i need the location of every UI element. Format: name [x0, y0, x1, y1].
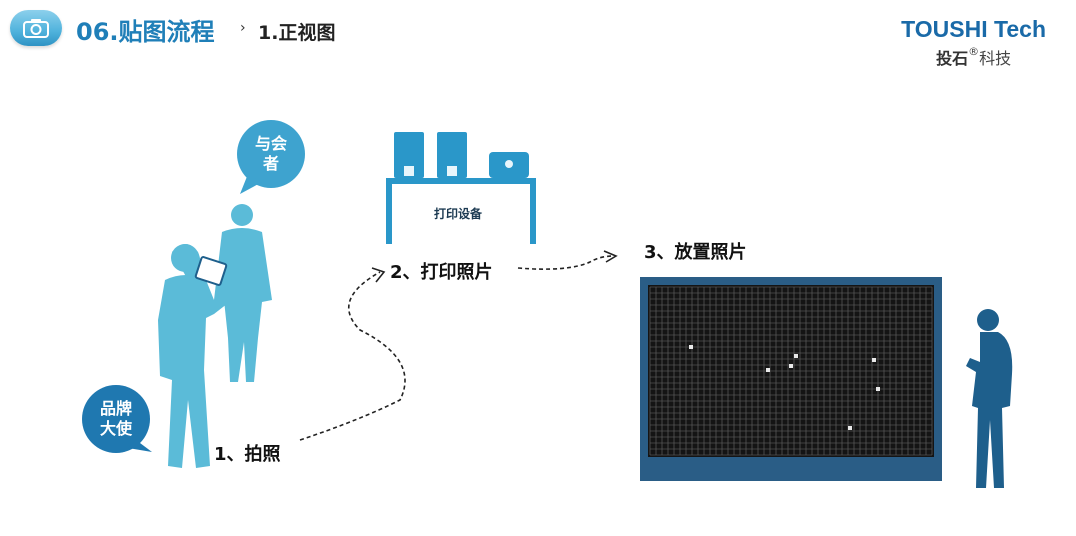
speech-bubble-guest — [237, 120, 305, 194]
guest-figure — [214, 204, 272, 382]
header-badge — [10, 10, 62, 46]
step-3-label: 3、放置照片 — [644, 242, 747, 263]
brand-logo: TOUSHI Tech 投石®科技 — [901, 16, 1046, 69]
printer-icon — [489, 152, 529, 178]
bubble-ambassador-label: 品牌大使 — [99, 399, 132, 438]
brand-reg: ® — [968, 45, 980, 58]
arrowhead — [371, 267, 386, 283]
brand-cn-rest: 科技 — [979, 49, 1012, 68]
step-2-label: 2、打印照片 — [390, 262, 493, 283]
breadcrumb-separator: › — [240, 20, 246, 36]
print-station — [386, 132, 536, 244]
placed-photo — [689, 345, 880, 430]
flow-arrow-2-3 — [517, 255, 615, 270]
tablet-icon — [194, 256, 228, 286]
page-subtitle: 1.正视图 — [258, 22, 336, 44]
viewer-figure — [966, 309, 1013, 488]
printer-icon — [394, 132, 424, 178]
bubble-guest-label: 与会者 — [254, 134, 287, 173]
printer-icon — [437, 132, 467, 178]
brand-name: TOUSHI Tech — [901, 16, 1046, 42]
step-1-label: 1、拍照 — [214, 444, 281, 465]
flow-arrow-1-2 — [299, 271, 406, 441]
ambassador-figure — [158, 244, 232, 468]
brand-cn: 投石®科技 — [901, 45, 1046, 69]
arrowhead — [603, 250, 618, 263]
speech-bubble-ambassador — [82, 385, 152, 453]
wall-grid — [649, 286, 933, 456]
camera-icon — [23, 19, 49, 38]
print-station-label: 打印设备 — [433, 207, 482, 221]
photo-wall — [640, 277, 942, 481]
page-title: 06.贴图流程 — [76, 18, 215, 46]
brand-cn-bold: 投石 — [936, 49, 969, 68]
